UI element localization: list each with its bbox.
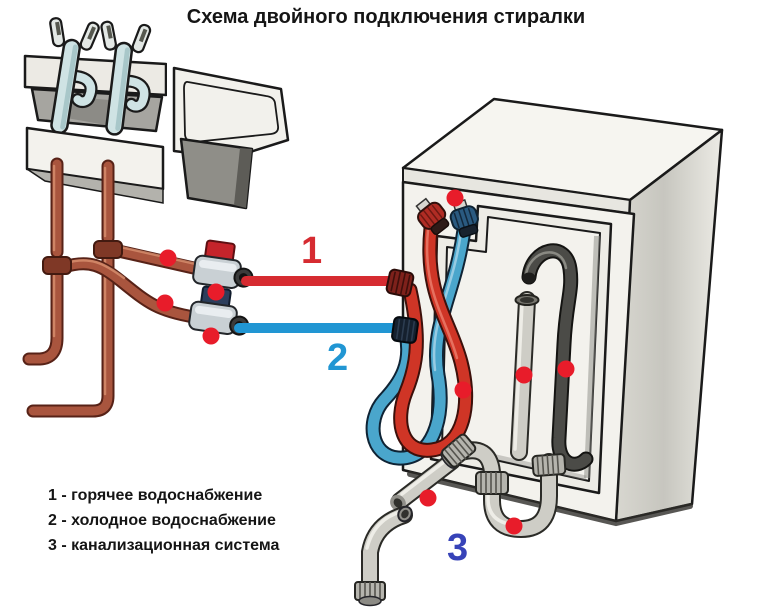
connection-marker [156,294,174,312]
legend-item-hot: 1 - горячее водоснабжение [48,487,263,504]
faucet-icon [49,17,100,135]
pipe-tee-fitting [42,256,72,275]
connection-markers [156,189,575,535]
legend-item-sewer: 3 - канализационная система [48,537,280,554]
elbow-collar [354,581,386,607]
hot-line-label: 1 [301,230,323,272]
connection-marker [202,327,220,345]
connection-marker [419,489,437,507]
siphon-nut [531,453,567,477]
image-seam [167,44,172,210]
connection-marker [505,517,523,535]
hot-inlet-fitting [415,197,450,236]
hot-hose-connector [385,268,415,298]
connection-marker [446,189,464,207]
connection-marker [207,283,225,301]
cold-line-label: 2 [327,337,349,379]
cold-water-line [234,323,402,333]
connection-marker [557,360,575,378]
sewer-line-label: 3 [447,527,469,569]
siphon-collar [440,433,477,469]
connection-marker [515,366,533,384]
faucet-icon [100,20,152,136]
hot-inlet-hose [393,220,474,458]
connection-marker [159,249,177,267]
cold-hose-connector [391,316,419,344]
hot-water-line [241,276,395,286]
pipe-tee-fitting [93,240,123,259]
sink-illustration [23,17,290,210]
legend: 1 - горячее водоснабжение 2 - холодное в… [48,483,279,558]
copper-pipes [22,157,205,418]
legend-item-cold: 2 - холодное водоснабжение [48,512,276,529]
siphon-nut [475,471,509,495]
diagram-title: Схема двойного подключения стиралки [186,6,586,28]
connection-marker [454,381,472,399]
sink-underbody-shade [234,148,252,208]
drainboard-groove [183,80,280,143]
